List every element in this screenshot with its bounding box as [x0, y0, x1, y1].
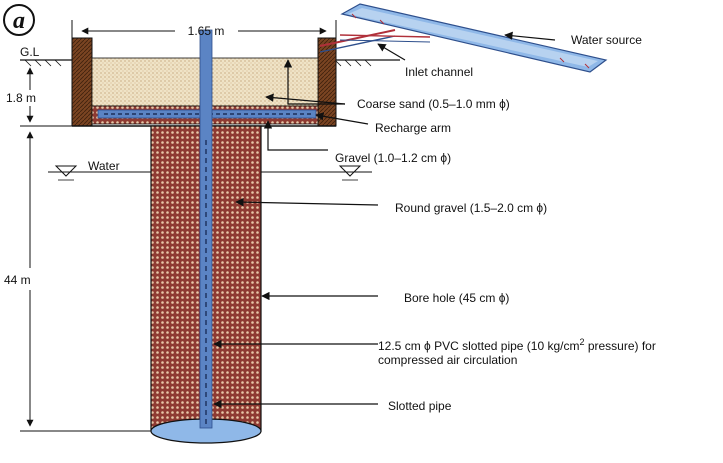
inlet-channel-arrow [377, 43, 406, 61]
slotted-pipe-label: Slotted pipe [388, 399, 452, 413]
gravel-arrow [263, 120, 328, 151]
pvc-line1-post: pressure) for [585, 339, 656, 353]
bore-depth-label: 44 m [4, 273, 31, 287]
pvc-pipe-label-line2: compressed air circulation [378, 353, 517, 367]
panel-label: a [3, 4, 35, 36]
gravel-label: Gravel (1.0–1.2 cm ϕ) [335, 151, 451, 165]
water-source-arrow [504, 31, 556, 41]
coarse-sand-arrow-1 [283, 59, 345, 105]
ground-level-label: G.L [20, 45, 40, 59]
pit-depth-label: 1.8 m [6, 91, 36, 105]
inlet-channel-label: Inlet channel [405, 65, 473, 79]
callout-arrows [213, 31, 556, 409]
recharge-arm-arrow [315, 112, 369, 125]
water-table [48, 165, 372, 181]
top-width-label: 1.65 m [188, 24, 225, 38]
ground-line [20, 59, 400, 67]
round-gravel-label: Round gravel (1.5–2.0 cm ϕ) [395, 201, 547, 215]
pvc-superscript: 2 [579, 337, 584, 347]
coarse-sand-arrow-2 [265, 93, 346, 105]
inlet-channel [319, 29, 431, 53]
svg-text:a: a [13, 8, 25, 34]
pvc-pipe [199, 29, 213, 429]
bore-depth-dimension [20, 131, 151, 432]
pvc-line1-pre: 12.5 cm ϕ PVC slotted pipe (10 kg/cm [378, 339, 579, 353]
top-width-dimension [71, 20, 337, 40]
pvc-pipe-label-line1: 12.5 cm ϕ PVC slotted pipe (10 kg/cm2 pr… [378, 337, 656, 353]
round-gravel-arrow [235, 197, 379, 207]
water-label: Water [88, 159, 120, 173]
pit-depth-dimension [20, 67, 72, 127]
bore-hole-label: Bore hole (45 cm ϕ) [404, 291, 509, 305]
water-source-label: Water source [571, 33, 642, 47]
water-source-channel [340, 3, 608, 73]
recharge-arm-label: Recharge arm [375, 121, 451, 135]
coarse-sand-label: Coarse sand (0.5–1.0 mm ϕ) [357, 97, 510, 111]
